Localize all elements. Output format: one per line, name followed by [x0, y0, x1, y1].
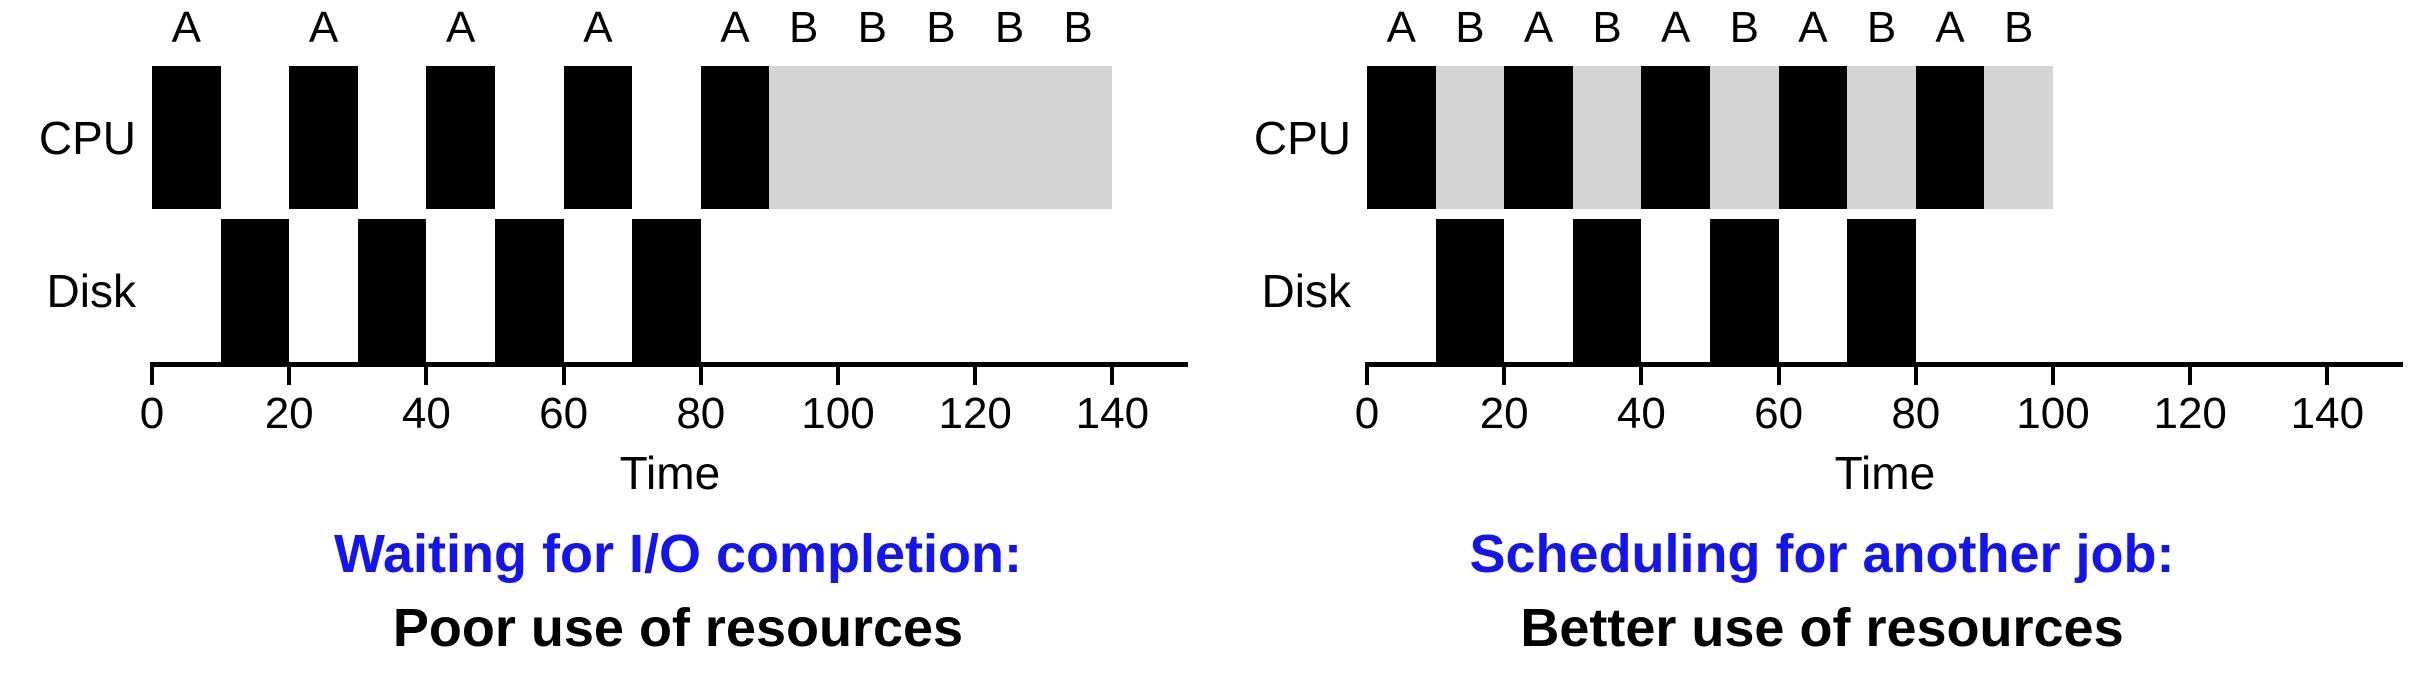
x-axis-line: [152, 362, 1188, 367]
cpu-block-a: [563, 66, 633, 209]
x-axis-tick-label: 140: [2290, 389, 2365, 438]
x-axis-tick: [698, 362, 703, 385]
job-label: A: [446, 3, 476, 52]
x-axis-tick-label: 60: [539, 389, 589, 438]
job-label: B: [926, 3, 956, 52]
disk-block-a: [357, 219, 427, 362]
x-axis-title: Time: [1834, 447, 1936, 499]
job-label: A: [720, 3, 750, 52]
disk-block-a: [1435, 219, 1505, 362]
x-axis-tick: [1913, 362, 1918, 385]
x-axis-tick-label: 100: [2016, 389, 2090, 438]
cpu-block-a: [289, 66, 358, 209]
x-axis-tick-label: 120: [2153, 389, 2227, 438]
job-label: A: [1523, 3, 1554, 52]
x-axis-tick: [1776, 362, 1781, 385]
job-label: A: [1661, 3, 1691, 52]
job-label: A: [583, 3, 613, 52]
job-label: B: [2004, 3, 2034, 52]
job-label: B: [1455, 3, 1485, 52]
cpu-block-a: [1367, 66, 1436, 209]
x-axis-tick: [424, 362, 429, 385]
x-axis-tick-label: 80: [676, 389, 726, 438]
x-axis-title: Time: [619, 447, 721, 499]
caption-line1: Scheduling for another job:: [1469, 524, 2175, 584]
disk-block-a: [1710, 219, 1779, 362]
cpu-block-b: [1435, 66, 1505, 209]
x-axis-tick: [1639, 362, 1644, 385]
job-label: B: [789, 3, 819, 52]
cpu-block-a: [426, 66, 495, 209]
cpu-block-a: [1778, 66, 1848, 209]
x-axis-tick-label: 60: [1754, 389, 1804, 438]
cpu-block-a: [1504, 66, 1573, 209]
x-axis-tick-label: 20: [1479, 389, 1529, 438]
job-label: B: [857, 3, 887, 52]
disk-block-a: [220, 219, 290, 362]
job-label: A: [171, 3, 201, 52]
x-axis-tick-label: 80: [1891, 389, 1941, 438]
x-axis-tick-label: 100: [801, 389, 875, 438]
x-axis-tick: [2188, 362, 2193, 385]
x-axis-tick-label: 40: [1616, 389, 1666, 438]
cpu-block-b: [1847, 66, 1916, 209]
cpu-block-a: [152, 66, 221, 209]
job-label: A: [1935, 3, 1965, 52]
x-axis-tick: [2325, 362, 2330, 385]
x-axis-tick: [836, 362, 840, 385]
x-axis-tick-label: 120: [938, 389, 1012, 438]
x-axis-tick: [1502, 362, 1507, 385]
cpu-block-b: [1984, 66, 2053, 209]
job-label: B: [994, 3, 1025, 52]
cpu-block-a: [700, 66, 770, 209]
x-axis-tick-label: 0: [139, 389, 165, 438]
cpu-row-label: CPU: [1253, 111, 1351, 164]
x-axis-tick: [561, 362, 566, 385]
cpu-block-b: [769, 66, 1113, 209]
disk-row-label: Disk: [46, 264, 136, 317]
job-label: B: [1729, 3, 1759, 52]
caption-line2: Poor use of resources: [392, 598, 964, 658]
caption-line2: Better use of resources: [1520, 598, 2124, 658]
x-axis-tick: [287, 362, 292, 385]
job-label: B: [1866, 3, 1897, 52]
x-axis-tick-label: 40: [401, 389, 451, 438]
disk-block-a: [632, 219, 701, 362]
disk-block-a: [1572, 219, 1642, 362]
disk-block-a: [495, 219, 564, 362]
x-axis-tick: [1110, 362, 1115, 385]
job-label: A: [1386, 3, 1416, 52]
x-axis-tick: [1365, 362, 1369, 385]
disk-row-label: Disk: [1261, 264, 1351, 317]
disk-block-a: [1847, 219, 1916, 362]
cpu-block-b: [1572, 66, 1642, 209]
x-axis-tick: [150, 362, 154, 385]
job-label: B: [1592, 3, 1622, 52]
x-axis-tick-label: 20: [264, 389, 314, 438]
cpu-block-a: [1915, 66, 1985, 209]
cpu-block-a: [1641, 66, 1710, 209]
x-axis-tick: [2051, 362, 2055, 385]
job-label: A: [1798, 3, 1828, 52]
x-axis-tick: [973, 362, 978, 385]
x-axis-line: [1367, 362, 2403, 367]
cpu-row-label: CPU: [38, 111, 136, 164]
caption-line1: Waiting for I/O completion:: [334, 524, 1022, 584]
job-label: B: [1063, 3, 1093, 52]
job-label: A: [308, 3, 339, 52]
cpu-block-b: [1710, 66, 1779, 209]
x-axis-tick-label: 0: [1354, 389, 1380, 438]
x-axis-tick-label: 140: [1075, 389, 1150, 438]
